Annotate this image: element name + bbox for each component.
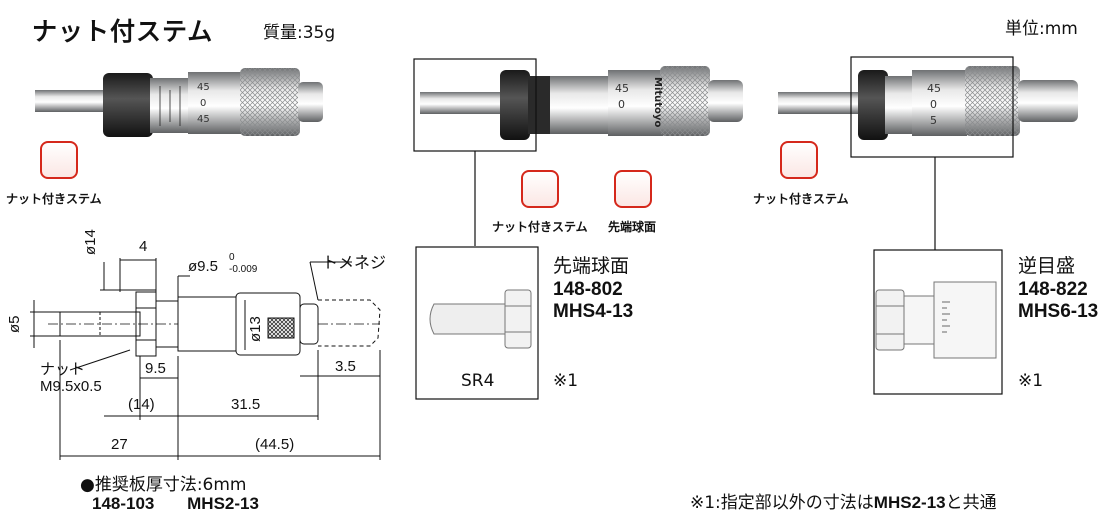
footnote-prefix: ※1:指定部以外の寸法は	[690, 493, 874, 513]
spindle	[35, 90, 110, 112]
feature-label-nut-stem-1: ナット付きステム	[6, 192, 102, 206]
scale-mark: 0	[618, 98, 625, 111]
nut-size: M9.5x0.5	[40, 378, 102, 395]
variant-reverse-label: 逆目盛	[1018, 255, 1076, 277]
dim-3-5: 3.5	[335, 358, 356, 375]
feature-label-nut-stem-3: ナット付きステム	[753, 192, 849, 206]
mass-label: 質量:35g	[263, 23, 336, 43]
model-line: 148-103 MHS2-13	[92, 494, 287, 514]
recommended-thickness: ●推奨板厚寸法:6mm	[80, 475, 247, 495]
product-model: MHS2-13	[187, 494, 259, 513]
thimble	[188, 72, 243, 134]
dim-14-paren: (14)	[128, 396, 155, 413]
footnote-model: MHS2-13	[873, 493, 946, 512]
product-code: 148-103	[92, 494, 155, 513]
footnote-suffix: と共通	[945, 493, 997, 513]
dim-31-5: 31.5	[231, 396, 261, 413]
dim-dia5: ø5	[6, 315, 23, 333]
feature-label-spherical-tip: 先端球面	[608, 220, 657, 234]
dim-4: 4	[139, 238, 148, 255]
scale-mark: 45	[615, 82, 629, 95]
feature-label-nut-stem-2: ナット付きステム	[492, 220, 588, 234]
nut	[103, 73, 153, 137]
nut-stem-icon	[521, 170, 559, 208]
end-cap	[298, 82, 323, 122]
footnote: ※1:指定部以外の寸法はMHS2-13と共通	[690, 488, 997, 513]
nut-label: ナット	[40, 360, 86, 378]
nut-stem-icon	[40, 141, 78, 179]
brand-mark: Mitutoyo	[652, 77, 663, 128]
detail-box-sphere	[415, 246, 539, 400]
variant-reverse-code: 148-822	[1018, 279, 1088, 300]
dim-dia14: ø14	[82, 229, 99, 255]
dim-dia13: ø13	[247, 316, 264, 342]
dim-9-5: 9.5	[145, 360, 166, 377]
scale-mark: 5	[930, 114, 937, 127]
photo-micrometer-head-2	[420, 66, 743, 140]
sr-label: SR4	[461, 371, 495, 391]
nut-stem-icon	[780, 141, 818, 179]
variant-sphere-model: MHS4-13	[553, 301, 634, 322]
dim-27: 27	[111, 436, 128, 453]
dim-tol-lower: -0.009	[229, 264, 258, 275]
scale-mark: 45	[927, 82, 941, 95]
scale-mark: 45	[197, 114, 210, 125]
dim-44-5-paren: (44.5)	[255, 436, 295, 453]
dim-tol-upper: 0	[229, 252, 235, 263]
photo-micrometer-head-1	[35, 68, 323, 137]
detail-box-reverse	[873, 249, 1003, 395]
dim-dia95: ø9.5	[188, 258, 219, 275]
page-title: ナット付ステム	[32, 17, 214, 46]
scale-mark: 0	[200, 98, 207, 109]
note-mark-reverse: ※1	[1018, 371, 1044, 391]
variant-sphere-code: 148-802	[553, 279, 623, 300]
scale-mark: 0	[930, 98, 937, 111]
scale-mark: 45	[197, 82, 210, 93]
dimension-drawing	[30, 258, 381, 460]
photo-micrometer-head-3	[778, 66, 1078, 140]
note-mark-sphere: ※1	[553, 371, 579, 391]
variant-reverse-model: MHS6-13	[1018, 301, 1099, 322]
spherical-tip-icon	[614, 170, 652, 208]
unit-label: 単位:mm	[1005, 19, 1078, 39]
variant-sphere-label: 先端球面	[553, 255, 630, 277]
zoom-frame-reverse	[850, 56, 1014, 158]
set-screw-label: トメネジ	[322, 253, 387, 272]
